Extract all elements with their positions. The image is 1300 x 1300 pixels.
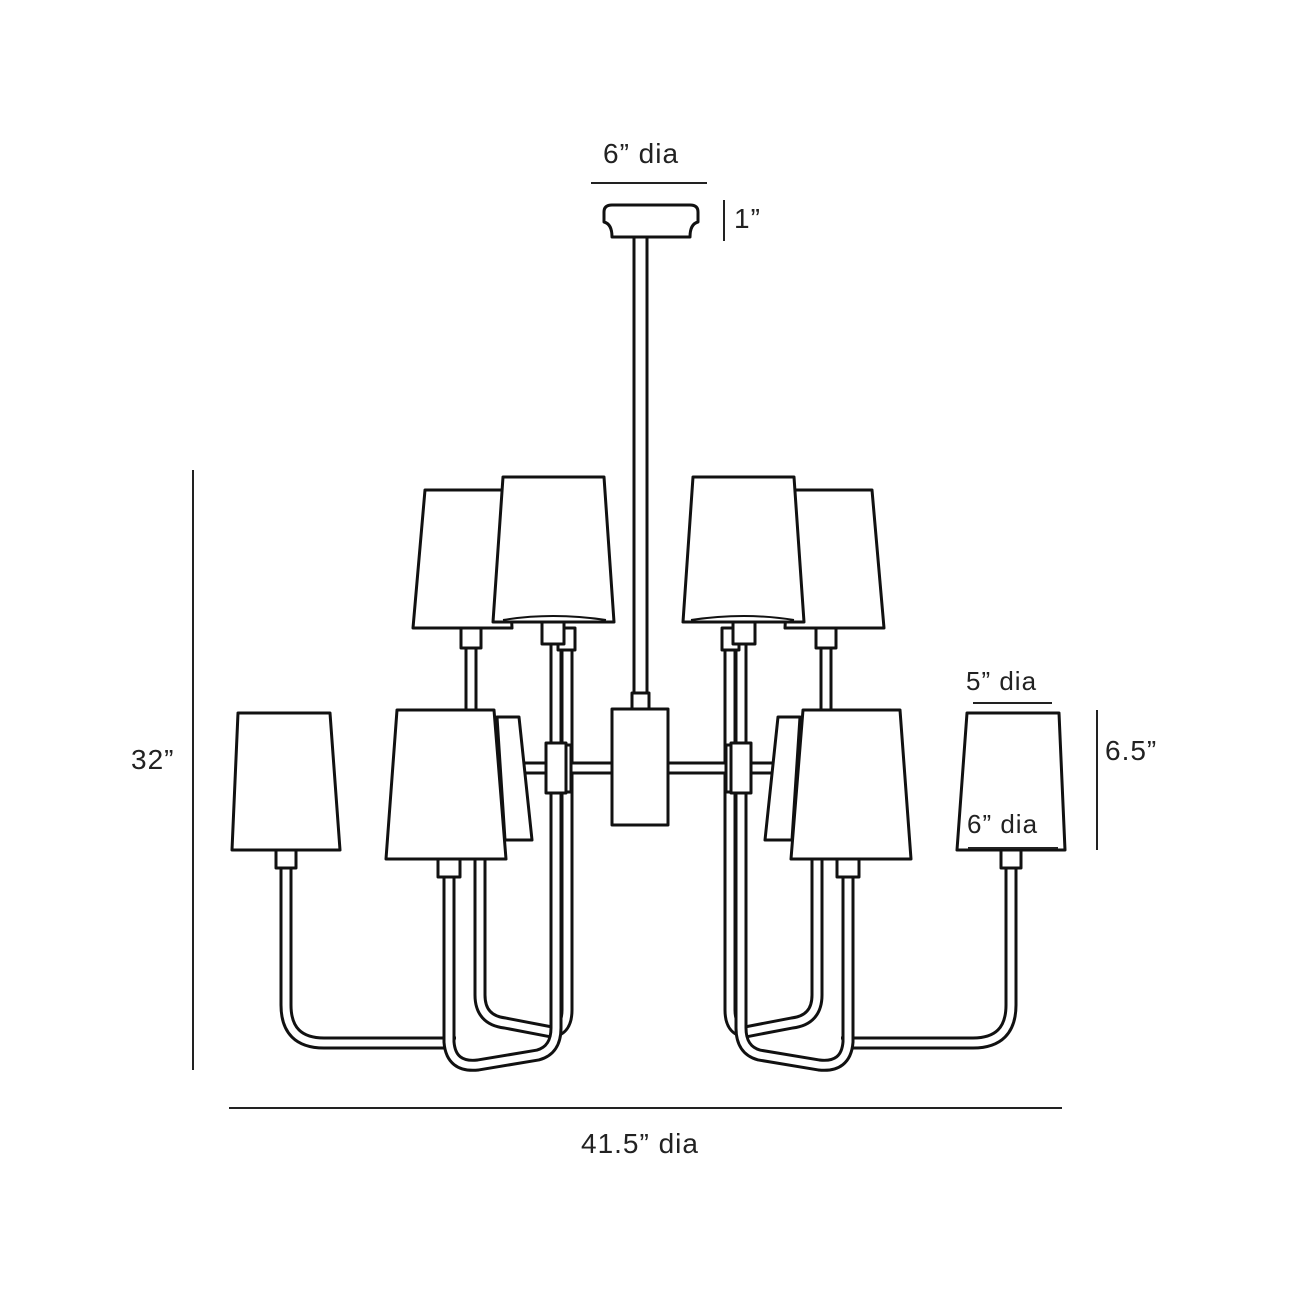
left-arms bbox=[232, 477, 630, 1065]
stem bbox=[610, 235, 670, 827]
canopy bbox=[602, 203, 700, 239]
shade-bottom-diameter-label: 6” dia bbox=[967, 809, 1039, 839]
canopy-height-label: 1” bbox=[734, 203, 761, 234]
overall-height-label: 32” bbox=[131, 744, 175, 775]
overall-diameter-label: 41.5” dia bbox=[581, 1128, 699, 1159]
right-arms bbox=[667, 477, 1065, 1065]
shade-top-diameter-label: 5” dia bbox=[966, 666, 1038, 696]
shade-height-label: 6.5” bbox=[1105, 735, 1158, 766]
canopy-diameter-label: 6” dia bbox=[603, 138, 680, 169]
